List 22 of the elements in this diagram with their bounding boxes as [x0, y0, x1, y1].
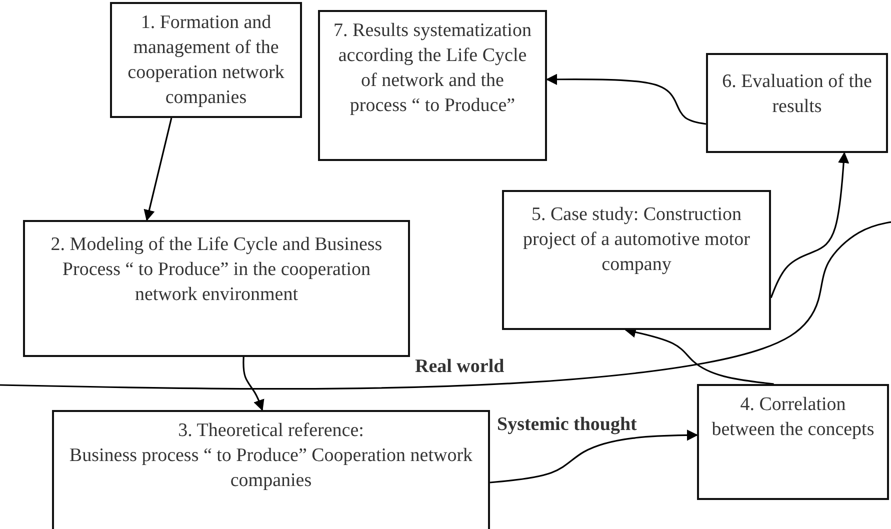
process-box	[697, 384, 889, 500]
box-text: 7. Results systematization according the Life Cycle of network and the process “ to Produce”	[332, 19, 532, 118]
box-text: 5. Case study: Construction project of a automotive motor company	[522, 203, 751, 277]
process-box	[52, 410, 490, 529]
arrow	[546, 74, 706, 125]
box-text: 2. Modeling of the Life Cycle and Business Process “ to Produce” in the cooperation network environment	[50, 233, 384, 307]
box-text: 3. Theoretical reference:	[178, 419, 364, 443]
arrow	[144, 118, 172, 222]
region-label: Systemic thought	[497, 414, 637, 436]
box-text: 4. Correlation between the concepts	[711, 393, 875, 442]
process-box	[110, 2, 302, 118]
process-box	[23, 220, 410, 357]
region-label: Real world	[415, 356, 504, 378]
arrow	[490, 430, 698, 484]
arrow	[242, 356, 264, 412]
process-box	[706, 53, 888, 153]
box-text: 1. Formation and management of the cooperation network companies	[126, 11, 286, 110]
process-box	[318, 10, 547, 161]
box-text: Business process “ to Produce” Cooperation network companies	[68, 444, 474, 493]
process-box	[502, 190, 771, 330]
arrow	[770, 152, 850, 298]
box-text: 6. Evaluation of the results	[721, 70, 873, 119]
